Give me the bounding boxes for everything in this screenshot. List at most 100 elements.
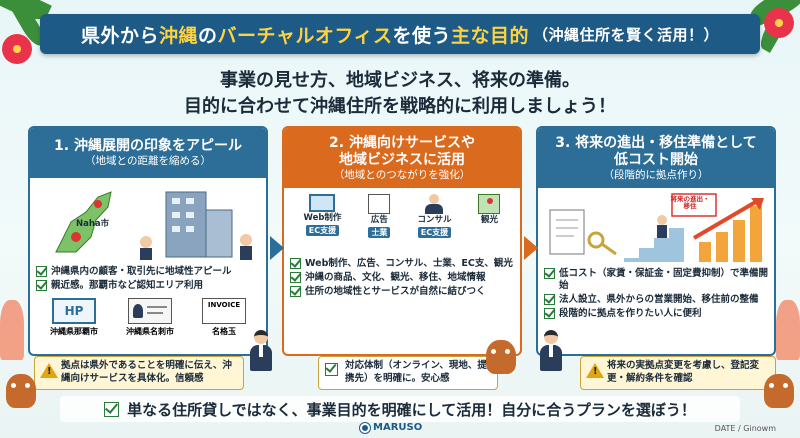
checklist: Web制作、広告、コンサル、士業、EC支、観光 沖縄の商品、文化、観光、移住、地… [284, 258, 520, 298]
card-label: 沖縄県名刺市 [126, 326, 174, 336]
title-highlight: 主な目的 [450, 24, 529, 47]
check-text: 段階的に拠点を作りたい人に便利 [559, 307, 702, 319]
businesswoman-figure [540, 330, 562, 371]
growth-illustration: 将来の進出・移住 [544, 192, 768, 264]
arrow-right-icon [270, 236, 284, 260]
note-panel-2: 対応体制（オンライン、現地、提携先）を明確に。安心感 [318, 356, 498, 390]
panel-okinawa-appeal: 1. 沖縄展開の印象をアピール （地域との距離を縮める） Naha市 沖縄県内の… [28, 126, 268, 356]
page-title: 県外から沖縄のバーチャルオフィスを使う主な目的（沖縄住所を賢く活用！） [40, 14, 760, 54]
bottom-message: 単なる住所貸しではなく、事業目的を明確にして活用！自分に合うプランを選ぼう！ [60, 396, 740, 422]
check-text: 沖縄県内の顧客・取引先に地域性アピール [51, 266, 232, 277]
warning-icon [40, 363, 58, 379]
map-pin-icon [71, 232, 81, 242]
map-pin-icon [94, 200, 102, 208]
warning-icon [586, 363, 604, 379]
consultant-icon [423, 194, 445, 214]
hibiscus-icon [764, 8, 794, 38]
growth-chart-illustration [549, 193, 764, 262]
title-text: 県外から [80, 24, 159, 47]
service-badge: EC支援 [305, 224, 340, 236]
panel-local-business: 2. 沖縄向けサービスや 地域ビジネスに活用 （地域とのつながりを強化） Web… [282, 126, 522, 356]
shisa-icon [486, 340, 516, 374]
signboard-label: 将来の進出・移住 [670, 195, 710, 211]
card-row: HP 沖縄県那覇市 沖縄県名刺市 INVOICE 名格玉 [30, 294, 266, 337]
check-item: 親近感。那覇市など認知エリア利用 [36, 279, 260, 292]
panel-title-line2: 地域ビジネスに活用 [339, 151, 465, 168]
title-highlight: バーチャルオフィス [217, 24, 393, 47]
check-item: 低コスト（家賃・保証金・固定費抑制）で準備開始 [544, 268, 768, 292]
panel-title: 3. 将来の進出・移住準備として [555, 134, 757, 151]
shisa-icon [764, 374, 794, 408]
subtitle-line-1: 事業の見せ方、地域ビジネス、将来の準備。 [220, 70, 580, 91]
service-ad: 広告 士業 [368, 194, 391, 239]
checkbox-icon [544, 293, 555, 305]
check-text: 親近感。那覇市など認知エリア利用 [51, 279, 204, 291]
hibiscus-icon [2, 34, 32, 64]
monitor-icon [309, 194, 336, 212]
newspaper-icon [368, 194, 391, 214]
card-hp: HP 沖縄県那覇市 [50, 297, 98, 337]
checkbox-icon [290, 285, 301, 297]
note-text: 対応体制（オンライン、現地、提携先）を明確に。安心感 [345, 360, 487, 384]
checklist: 沖縄県内の顧客・取引先に地域性アピール 親近感。那覇市など認知エリア利用 [30, 266, 266, 292]
check-text: Web制作、広告、コンサル、士業、EC支、観光 [305, 258, 513, 269]
logo-mark-icon [360, 422, 370, 433]
card-label: 沖縄県那覇市 [50, 326, 98, 336]
coral-decoration [0, 300, 24, 360]
checklist: 低コスト（家賃・保証金・固定費抑制）で準備開始 法人設立、県外からの営業開始、移… [538, 268, 774, 320]
panel-subtitle: （地域との距離を縮める） [85, 155, 211, 168]
checkbox-icon [325, 363, 338, 376]
bottom-text: 単なる住所貸しではなく、事業目的を明確にして活用！自分に合うプランを選ぼう！ [127, 400, 696, 419]
card-label: 名格玉 [212, 326, 236, 336]
invoice-icon: INVOICE [202, 297, 246, 324]
service-badge: EC支援 [417, 226, 452, 238]
note-text: 将来の実拠点変更を考慮し、登記変更・解約条件を確認 [607, 360, 760, 384]
date-label: DATE / Ginowm [714, 424, 776, 433]
checkbox-icon [104, 401, 120, 417]
panel-illustration: Naha市 [36, 182, 260, 262]
note-text: 拠点は県外であることを明確に伝え、沖縄向けサービスを具体化。信頼感 [61, 360, 232, 384]
coral-decoration [776, 300, 800, 360]
card-id: 沖縄県名刺市 [126, 297, 174, 337]
card-invoice: INVOICE 名格玉 [202, 297, 246, 337]
panel-header: 3. 将来の進出・移住準備として 低コスト開始 （段階的に拠点作り） [538, 128, 774, 188]
title-text: を使う [392, 24, 451, 47]
arrow-right-icon [524, 236, 538, 260]
service-web: Web制作 EC支援 [303, 194, 342, 239]
check-item: 段階的に拠点を作りたい人に便利 [544, 307, 768, 320]
service-consult: コンサル EC支援 [417, 194, 451, 239]
check-text: 低コスト（家賃・保証金・固定費抑制）で準備開始 [559, 268, 769, 291]
checkbox-icon [544, 307, 555, 319]
checkbox-icon [544, 268, 555, 279]
check-item: 法人設立、県外からの営業開始、移住前の整備 [544, 293, 768, 306]
checkbox-icon [290, 271, 301, 283]
business-card-icon [128, 297, 172, 324]
businessman-figure [250, 330, 272, 371]
panel-title-line2: 低コスト開始 [614, 151, 698, 168]
panel-header: 2. 沖縄向けサービスや 地域ビジネスに活用 （地域とのつながりを強化） [284, 128, 520, 188]
panel-title: 1. 沖縄展開の印象をアピール [54, 138, 242, 155]
checkbox-icon [290, 258, 301, 269]
service-label: Web制作 [303, 213, 342, 223]
check-item: 住所の地域性とサービスが自然に結びつく [290, 285, 514, 298]
check-item: 沖縄県内の顧客・取引先に地域性アピール [36, 266, 260, 278]
note-panel-1: 拠点は県外であることを明確に伝え、沖縄向けサービスを具体化。信頼感 [34, 356, 244, 390]
title-text: の [198, 24, 218, 47]
title-highlight: 沖縄 [159, 24, 199, 47]
panel-subtitle: （段階的に拠点作り） [603, 168, 709, 181]
checkbox-icon [36, 279, 47, 291]
check-item: 沖縄の商品、文化、観光、移住、地域情報 [290, 271, 514, 284]
subtitle-line-2: 目的に合わせて沖縄住所を戦略的に利用しましょう！ [184, 96, 616, 117]
website-icon: HP [52, 297, 96, 324]
logo-text: MARUSO [373, 422, 423, 433]
map-icon [478, 194, 501, 214]
check-text: 沖縄の商品、文化、観光、移住、地域情報 [305, 271, 486, 283]
service-label: コンサル [417, 215, 452, 225]
shisa-icon [6, 374, 36, 408]
service-tourism: 観光 [478, 194, 501, 239]
panel-subtitle: （地域とのつながりを強化） [333, 168, 471, 181]
service-label: 観光 [480, 215, 498, 225]
map-label-naha: Naha市 [76, 219, 110, 229]
service-badge: 士業 [368, 226, 391, 238]
title-paren: （沖縄住所を賢く活用！） [533, 25, 720, 44]
